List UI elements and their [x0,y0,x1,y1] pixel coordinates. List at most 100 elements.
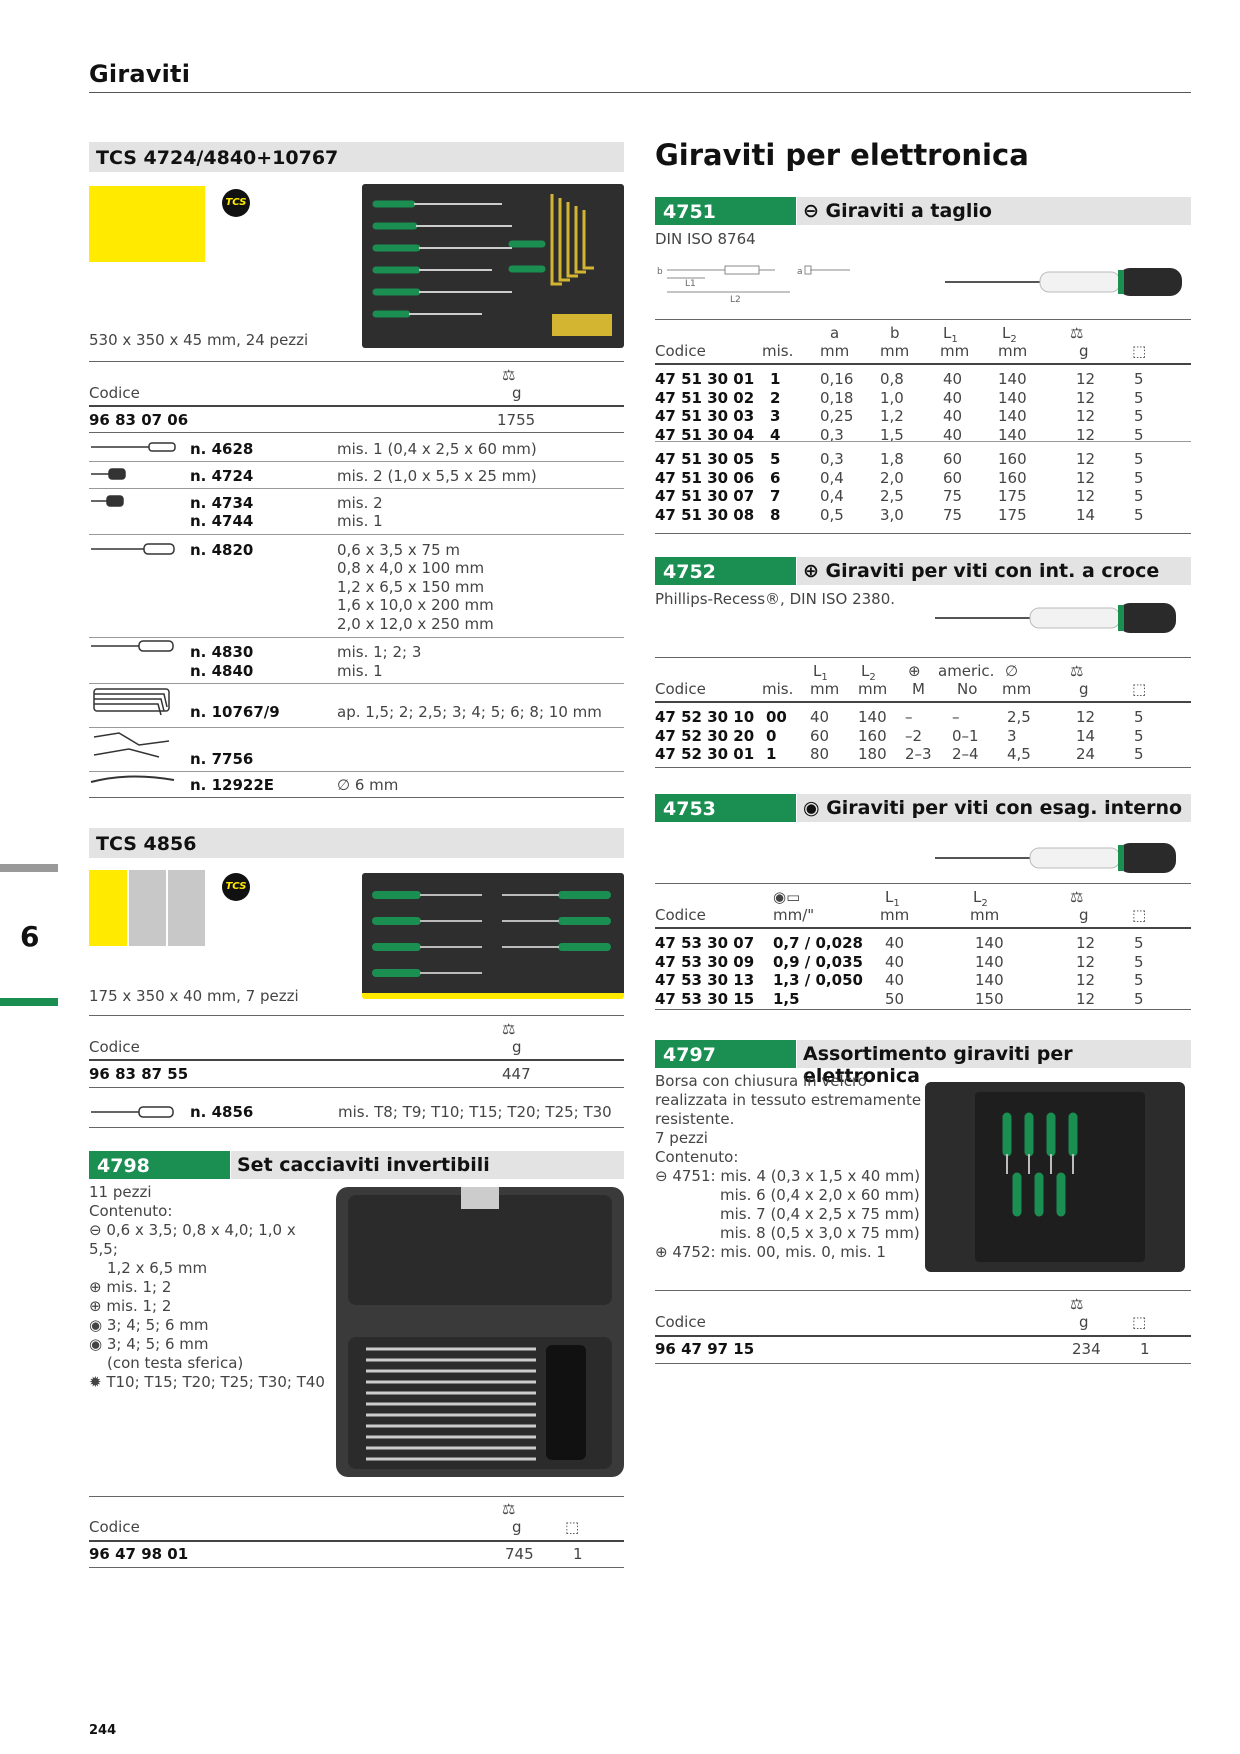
s4752-row-d: 3 [1007,726,1017,745]
tcs2-badge: TCS [222,873,250,901]
item-number: n. 4830 [190,643,254,661]
col-l2-unit: mm [858,680,888,698]
item-desc: 1,2 x 6,5 x 150 mm [337,578,485,596]
col-a: a [830,324,840,342]
s4797-number: 4797 [655,1040,796,1068]
s4751-row-a: 0,5 [820,505,844,524]
s4751-standard: DIN ISO 8764 [655,230,756,248]
s4753-row-l2: 140 [975,952,1004,971]
tcs1-rule-top [89,361,624,362]
scale-icon: ⚖ [502,1500,516,1518]
s4752-row-pack: 5 [1134,745,1144,763]
s4753-row-pack: 5 [1134,952,1144,971]
s4797-code: 96 47 97 15 [655,1340,755,1358]
s4797-line: 7 pezzi [655,1129,708,1147]
s4798-line: Contenuto: [89,1202,173,1220]
s4751-row-pack: 5 [1134,505,1144,524]
s4751-row-b: 2,5 [880,487,904,505]
col-g: g [1079,680,1089,698]
col-code: Codice [655,680,706,698]
phillips-icon: ⊕ [655,1243,673,1261]
scale-icon: ⚖ [1070,324,1084,342]
dim-b-label: b [657,267,663,277]
item-desc: ap. 1,5; 2; 2,5; 3; 4; 5; 6; 8; 10 mm [337,703,602,721]
s4752-row-no: – [952,708,960,726]
s4753-row-g: 12 [1076,934,1096,952]
tcs2-weight: 447 [502,1065,531,1083]
s4753-row-l2: 140 [975,971,1004,989]
tcs1-weight: 1755 [497,411,536,429]
col-l2: L2 [973,888,988,909]
s4752-number: 4752 [655,557,796,585]
s4753-row-g: 12 [1076,971,1096,989]
tcs2-item-number: n. 4856 [190,1103,254,1121]
s4798-col-code: Codice [89,1518,140,1536]
col-d-unit: mm [1002,680,1032,698]
s4798-line: mis. 1; 2 [106,1278,172,1296]
tcs2-col-g: g [512,1038,522,1056]
s4797-line: Contenuto: [655,1148,739,1166]
s4798-line: 3; 4; 5; 6 mm [106,1335,209,1353]
s4753-row-l1: 50 [885,989,905,1008]
s4797-line: resistente. [655,1110,735,1128]
item-desc: mis. 2 [337,494,383,512]
s4753-rule-head [655,927,1191,929]
s4753-number: 4753 [655,794,796,822]
col-l1-unit: mm [940,342,970,360]
col-diameter: ∅ [1005,662,1019,680]
tcs2-rule-end [89,1127,624,1128]
item-desc: mis. 1 [337,662,383,680]
slotted-icon: ⊖ [655,1167,673,1185]
s4751-row-mis: 8 [770,505,781,524]
tcs1-item-rule [89,637,624,638]
s4753-row-l1: 40 [885,934,905,952]
s4751-row-a: 0,25 [820,407,854,425]
s4752-row-m: – [905,708,913,726]
s4751-row-pack: 5 [1134,370,1144,388]
s4751-row-mis: 1 [770,370,781,388]
s4798-weight: 745 [505,1545,534,1563]
item-number: n. 4724 [190,467,254,485]
s4752-row-l2: 140 [858,708,887,726]
s4751-row-l1: 40 [943,370,963,388]
s4751-row-g: 12 [1076,388,1096,407]
s4751-row-g: 12 [1076,468,1096,487]
s4751-row-l1: 60 [943,468,963,487]
item-number: n. 12922E [190,776,275,794]
s4753-row-code: 47 53 30 15 [655,989,755,1008]
s4797-line: 4752: mis. 00, mis. 0, mis. 1 [672,1243,886,1261]
s4751-row-b: 0,8 [880,370,904,388]
s4797-line: Borsa con chiusura in velcro [655,1072,867,1090]
col-l2-unit: mm [970,906,1000,924]
s4798-code: 96 47 98 01 [89,1545,189,1563]
s4751-row-a: 0,18 [820,388,854,407]
tcs2-rule-code [89,1087,624,1088]
s4752-rule-head [655,701,1191,703]
s4751-row-mis: 5 [770,450,781,468]
tcs1-item-rule [89,488,624,489]
s4752-row-code: 47 52 30 20 [655,726,755,745]
s4753-row-g: 12 [1076,952,1096,971]
s4751-row-a: 0,16 [820,370,854,388]
s4797-pouch-illustration [975,1092,1145,1262]
s4753-row-g: 12 [1076,989,1096,1008]
s4751-rule-head [655,363,1191,365]
s4751-group-rule [655,441,1191,442]
phillips-icon: ⊕ [89,1278,107,1296]
section-heading: Giraviti per elettronica [655,138,1029,172]
scale-icon: ⚖ [502,366,516,384]
s4797-weight: 234 [1072,1340,1101,1358]
pozidriv-icon: ⊕ [89,1297,107,1315]
tcs2-header: TCS 4856 [89,828,624,858]
tcs1-item-rule [89,461,624,462]
s4751-row-b: 2,0 [880,468,904,487]
s4752-row-no: 2–4 [952,745,979,763]
item-desc: 0,6 x 3,5 x 75 m [337,541,461,559]
s4751-row-pack: 5 [1134,487,1144,505]
s4751-row-mis: 2 [770,388,781,407]
s4753-row-size: 0,7 / 0,028 [773,934,863,952]
s4798-line: T10; T15; T20; T25; T30; T40 [106,1373,325,1391]
s4797-line: mis. 6 (0,4 x 2,0 x 60 mm) [720,1186,920,1204]
tool-thumbnails [90,442,176,783]
item-desc: 1,6 x 10,0 x 200 mm [337,596,494,614]
